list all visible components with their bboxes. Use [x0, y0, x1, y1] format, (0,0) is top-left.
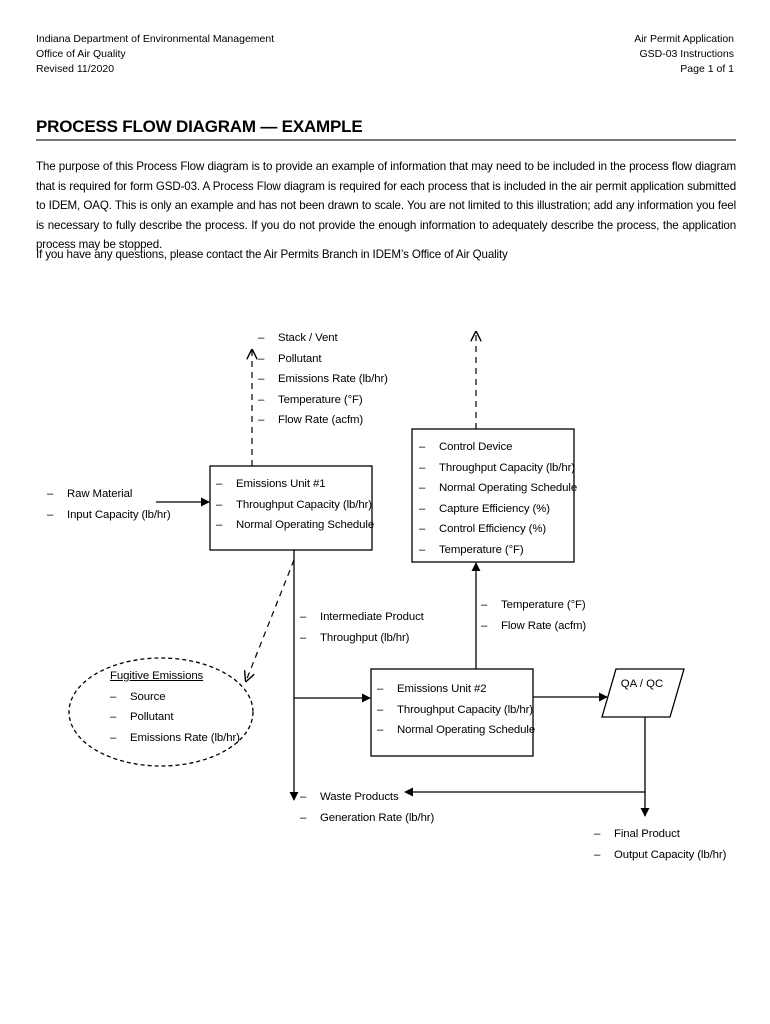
emissions-unit-2-box	[370, 668, 534, 757]
qa-qc-label: QA / QC	[620, 678, 664, 690]
list-item: –Flow Rate (acfm)	[258, 414, 364, 427]
list-item: –Emissions Unit #1	[216, 478, 326, 490]
list-item: –Stack / Vent	[258, 332, 338, 344]
list-item: –Throughput Capacity (lb/hr)	[216, 498, 372, 511]
header-revised: Revised 11/2020	[36, 63, 115, 75]
list-item: –Source	[110, 690, 166, 703]
list-item: –Emissions Rate (lb/hr)	[110, 731, 240, 744]
list-item: –Raw Material	[47, 488, 133, 500]
emissions-unit-1-box	[209, 465, 373, 551]
list-item: –Final Product	[594, 828, 680, 840]
header-agency: Indiana Department of Environmental Mana…	[36, 33, 275, 45]
control-device-box	[411, 428, 575, 563]
purpose-paragraph: The purpose of this Process Flow diagram…	[36, 160, 736, 251]
final-product-labels: –Final Product –Output Capacity (lb/hr)	[594, 824, 726, 865]
waste-products-labels: –Waste Products –Generation Rate (lb/hr)	[300, 787, 434, 828]
list-item: –Emissions Rate (lb/hr)	[258, 373, 388, 386]
intermediate-product-labels: –Intermediate Product –Throughput (lb/hr…	[300, 607, 424, 648]
title-rule	[36, 139, 736, 141]
qa-qc-parallelogram	[601, 668, 685, 718]
list-item: –Throughput (lb/hr)	[300, 631, 410, 644]
control-outlet-labels: –Temperature (°F) –Flow Rate (acfm)	[481, 595, 586, 636]
list-item: –Flow Rate (acfm)	[481, 619, 587, 632]
control-device-labels: –Control Device –Throughput Capacity (lb…	[419, 437, 577, 561]
header-instructions: GSD-03 Instructions	[639, 48, 734, 60]
header-right: Air Permit Application GSD-03 Instructio…	[634, 32, 734, 77]
list-item: –Input Capacity (lb/hr)	[47, 508, 171, 521]
stack-vent-labels: –Stack / Vent –Pollutant –Emissions Rate…	[258, 328, 388, 431]
list-item: –Emissions Unit #2	[377, 683, 487, 695]
list-item: –Normal Operating Schedule	[419, 482, 578, 495]
fugitive-emissions-labels: Fugitive Emissions –Source –Pollutant –E…	[110, 666, 240, 748]
list-item: –Control Device	[419, 441, 513, 453]
list-item: –Intermediate Product	[300, 611, 424, 623]
list-item: –Output Capacity (lb/hr)	[594, 848, 727, 861]
emissions-unit-1-labels: –Emissions Unit #1 –Throughput Capacity …	[216, 474, 374, 536]
list-item: –Normal Operating Schedule	[377, 724, 536, 737]
list-item: –Temperature (°F)	[419, 543, 524, 556]
header-page: Page 1 of 1	[680, 63, 734, 75]
list-item: –Pollutant	[110, 711, 174, 724]
list-item: –Temperature (°F)	[258, 393, 363, 406]
fugitive-arrow	[246, 559, 295, 681]
header-left: Indiana Department of Environmental Mana…	[36, 32, 274, 77]
list-item: –Pollutant	[258, 352, 322, 365]
list-item: –Throughput Capacity (lb/hr)	[419, 461, 575, 474]
fugitive-emissions-ellipse	[68, 657, 254, 767]
contact-paragraph: If you have any questions, please contac…	[36, 248, 508, 261]
list-item: –Waste Products	[300, 791, 399, 803]
page-title: PROCESS FLOW DIAGRAM — EXAMPLE	[36, 117, 363, 136]
fugitive-emissions-title: Fugitive Emissions	[110, 670, 204, 682]
raw-material-labels: –Raw Material –Input Capacity (lb/hr)	[47, 484, 171, 525]
list-item: –Throughput Capacity (lb/hr)	[377, 703, 533, 716]
list-item: –Temperature (°F)	[481, 599, 586, 611]
list-item: –Normal Operating Schedule	[216, 519, 375, 532]
emissions-unit-2-labels: –Emissions Unit #2 –Throughput Capacity …	[377, 679, 535, 741]
list-item: –Capture Efficiency (%)	[419, 502, 550, 515]
header-office: Office of Air Quality	[36, 48, 126, 60]
list-item: –Control Efficiency (%)	[419, 523, 547, 536]
header-form: Air Permit Application	[634, 33, 734, 45]
list-item: –Generation Rate (lb/hr)	[300, 811, 435, 824]
